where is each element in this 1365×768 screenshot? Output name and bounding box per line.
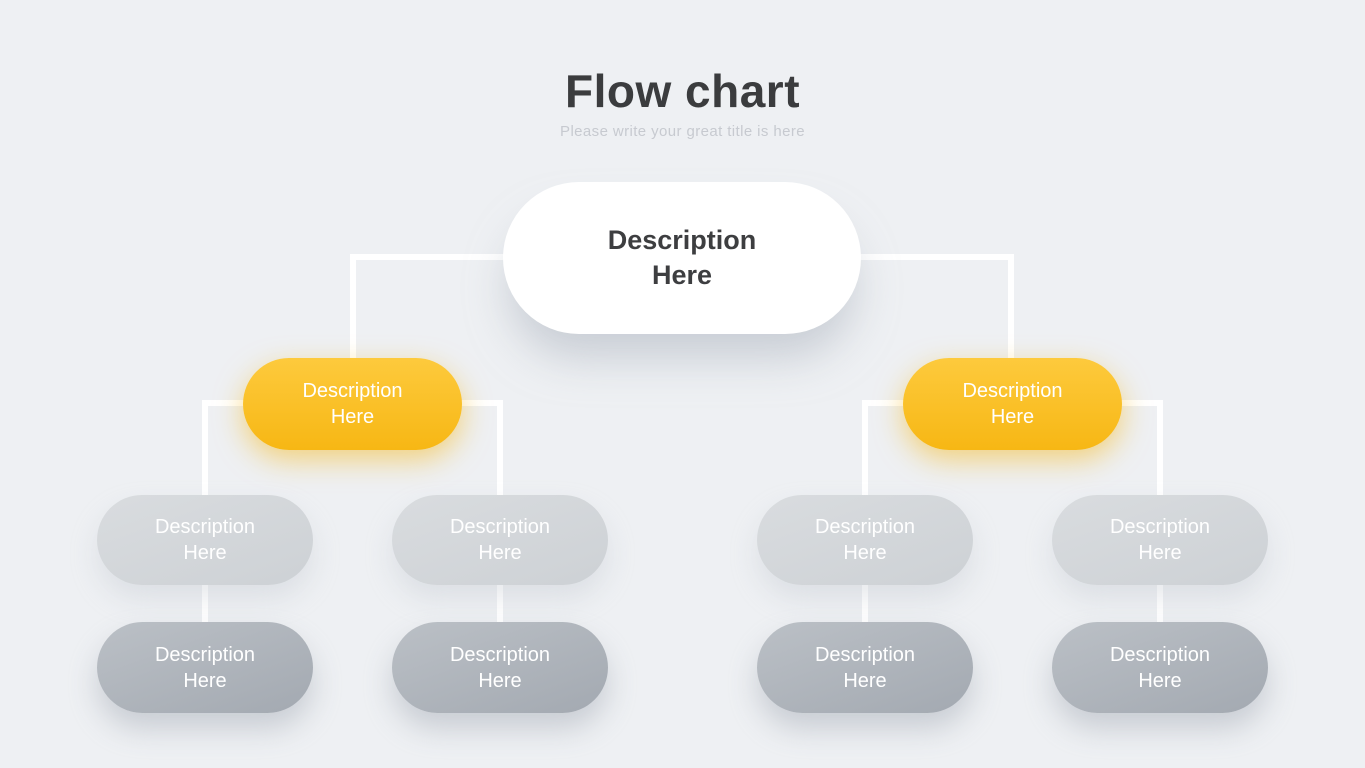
mid-node-4: Description Here (1052, 495, 1268, 585)
bottom-node-2-label: Description Here (449, 643, 551, 692)
root-node: Description Here (503, 182, 861, 334)
branch-node-right: Description Here (903, 358, 1122, 450)
mid-node-1: Description Here (97, 495, 313, 585)
bottom-node-1: Description Here (97, 622, 313, 713)
mid-node-2: Description Here (392, 495, 608, 585)
branch-node-right-label: Description Here (962, 380, 1063, 428)
bottom-node-2: Description Here (392, 622, 608, 713)
mid-node-1-label: Description Here (154, 516, 256, 564)
bottom-node-1-label: Description Here (154, 643, 256, 692)
bottom-node-4: Description Here (1052, 622, 1268, 713)
page-title: Flow chart (564, 65, 801, 117)
bottom-node-4-label: Description Here (1109, 643, 1211, 692)
bottom-node-3: Description Here (757, 622, 973, 713)
connector-root-to-right-branch (1008, 254, 1014, 406)
bottom-node-3-label: Description Here (814, 643, 916, 692)
page-subtitle: Please write your great title is here (560, 122, 805, 140)
mid-node-3: Description Here (757, 495, 973, 585)
mid-node-2-label: Description Here (449, 516, 551, 564)
root-node-label: Description Here (607, 225, 757, 290)
mid-node-3-label: Description Here (814, 516, 916, 564)
branch-node-left-label: Description Here (302, 380, 403, 428)
slide-header: Flow chart Please write your great title… (0, 0, 1365, 140)
connector-root-to-left-branch (350, 254, 356, 406)
mid-node-4-label: Description Here (1109, 516, 1211, 564)
branch-node-left: Description Here (243, 358, 462, 450)
